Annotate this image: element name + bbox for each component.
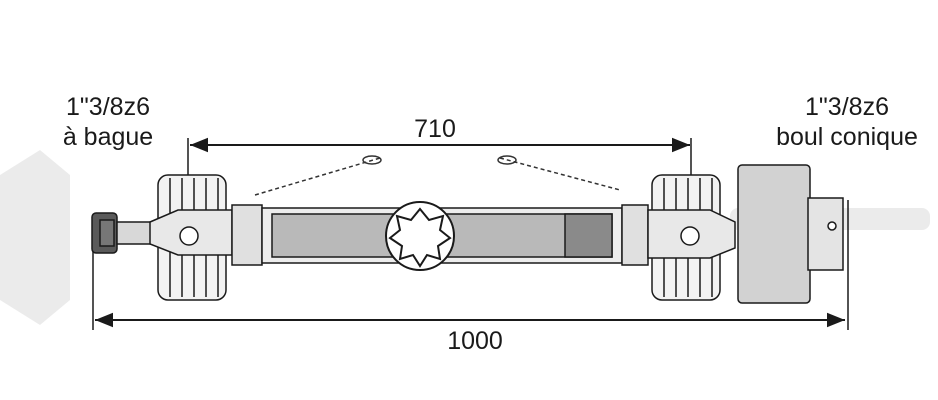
right-yoke bbox=[621, 204, 736, 266]
overall-dimension-label: 1000 bbox=[447, 327, 503, 355]
left-end-size: 1"3/8z6 bbox=[66, 93, 150, 121]
right-cone-hub bbox=[737, 164, 844, 304]
left-end-spec: 1"3/8z6 à bague bbox=[38, 92, 178, 152]
right-end-type: boul conique bbox=[776, 123, 918, 151]
inner-dimension-label: 710 bbox=[414, 115, 456, 143]
right-end-spec: 1"3/8z6 boul conique bbox=[752, 92, 938, 152]
left-collar bbox=[91, 212, 158, 254]
right-end-size: 1"3/8z6 bbox=[805, 93, 889, 121]
safety-chain-right bbox=[497, 155, 621, 191]
safety-chain-left bbox=[254, 155, 382, 196]
left-end-type: à bague bbox=[62, 123, 154, 151]
spline-profile bbox=[385, 201, 455, 271]
left-yoke bbox=[149, 204, 263, 266]
